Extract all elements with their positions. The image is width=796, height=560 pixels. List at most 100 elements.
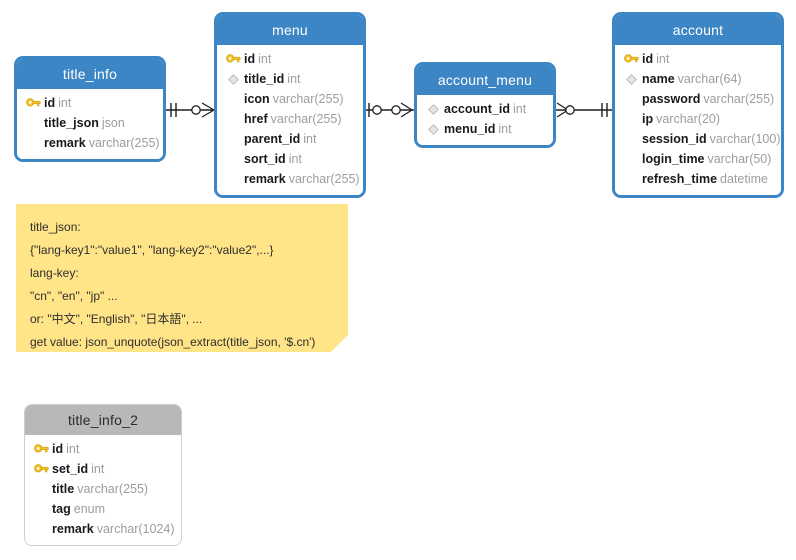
key-icon — [25, 95, 42, 111]
relationship-menu-account-menu[interactable] — [366, 98, 414, 122]
field-name: remark — [244, 172, 286, 186]
field-type: int — [656, 52, 670, 66]
entity-title-info-2-header: title_info_2 — [25, 405, 181, 435]
title-json-note[interactable]: title_json: {"lang-key1":"value1", "lang… — [16, 204, 348, 352]
field-name: id — [244, 52, 256, 66]
no-marker — [225, 171, 242, 187]
no-marker — [25, 115, 42, 131]
note-line: {"lang-key1":"value1", "lang-key2":"valu… — [30, 243, 274, 257]
no-marker — [623, 171, 640, 187]
field-name: id — [44, 96, 56, 110]
no-marker — [33, 481, 50, 497]
field-name: id — [52, 442, 64, 456]
note-line: "cn", "en", "jp" ... — [30, 289, 118, 303]
field-type: varchar(64) — [677, 72, 742, 86]
no-marker — [33, 521, 50, 537]
field-type: int — [287, 72, 301, 86]
diamond-icon — [425, 121, 442, 137]
key-icon — [33, 461, 50, 477]
field-type: int — [288, 152, 302, 166]
field-type: varchar(1024) — [96, 522, 175, 536]
entity-menu-header: menu — [217, 15, 363, 45]
no-marker — [25, 135, 42, 151]
no-marker — [623, 91, 640, 107]
entity-title-info-header: title_info — [17, 59, 163, 89]
field-name: title_id — [244, 72, 285, 86]
relationship-account-menu-account[interactable] — [556, 98, 614, 122]
field-type: datetime — [720, 172, 768, 186]
field-type: varchar(255) — [703, 92, 775, 106]
field-type: varchar(255) — [77, 482, 149, 496]
key-icon — [225, 51, 242, 67]
field-name: session_id — [642, 132, 707, 146]
no-marker — [225, 151, 242, 167]
field-name: login_time — [642, 152, 705, 166]
field-name: remark — [44, 136, 86, 150]
field-type: varchar(255) — [270, 112, 342, 126]
field-name: id — [642, 52, 654, 66]
field-name: menu_id — [444, 122, 496, 136]
field-type: varchar(20) — [656, 112, 721, 126]
diamond-icon — [623, 71, 640, 87]
field-type: int — [91, 462, 105, 476]
no-marker — [33, 501, 50, 517]
relationship-title-info-menu[interactable] — [164, 98, 216, 122]
field-name: title — [52, 482, 75, 496]
field-name: name — [642, 72, 675, 86]
field-type: json — [101, 116, 125, 130]
entity-account-header: account — [615, 15, 781, 45]
field-name: account_id — [444, 102, 510, 116]
field-type: varchar(255) — [88, 136, 160, 150]
note-fold-corner-icon — [331, 335, 348, 352]
field-name: href — [244, 112, 268, 126]
no-marker — [623, 111, 640, 127]
field-type: int — [258, 52, 272, 66]
field-type: int — [58, 96, 72, 110]
field-type: varchar(255) — [288, 172, 360, 186]
key-icon — [623, 51, 640, 67]
field-name: tag — [52, 502, 71, 516]
field-name: icon — [244, 92, 270, 106]
field-type: varchar(100) — [709, 132, 781, 146]
no-marker — [623, 151, 640, 167]
field-name: remark — [52, 522, 94, 536]
field-type: int — [498, 122, 512, 136]
note-line: or: "中文", "English", "日本語", ... — [30, 312, 203, 326]
field-type: int — [513, 102, 527, 116]
field-name: set_id — [52, 462, 89, 476]
field-name: refresh_time — [642, 172, 718, 186]
note-line: get value: json_unquote(json_extract(tit… — [30, 335, 316, 349]
no-marker — [225, 131, 242, 147]
field-type: varchar(50) — [707, 152, 772, 166]
field-type: int — [303, 132, 317, 146]
field-type: enum — [73, 502, 106, 516]
no-marker — [225, 91, 242, 107]
field-name: password — [642, 92, 701, 106]
note-line: lang-key: — [30, 266, 79, 280]
no-marker — [225, 111, 242, 127]
